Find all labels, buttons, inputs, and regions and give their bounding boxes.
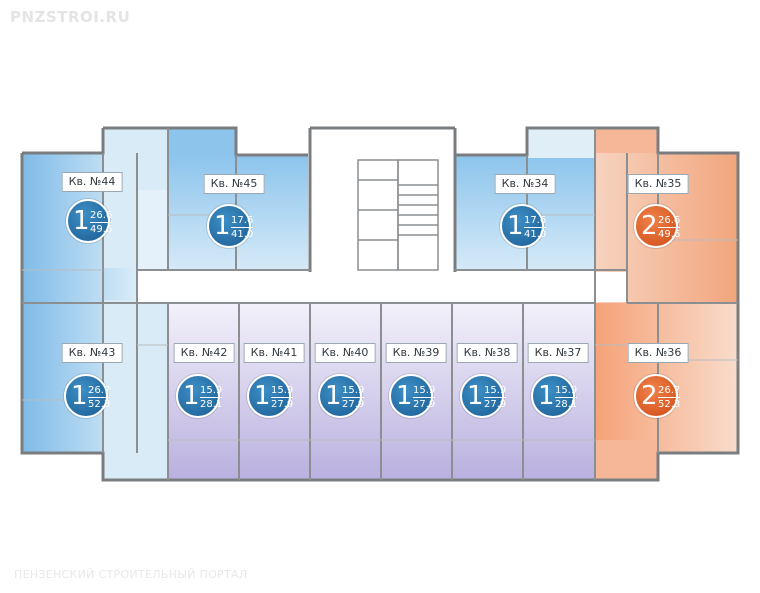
apartment-35-badge[interactable]: 2 26.6 49.6: [634, 204, 681, 248]
apartment-34-badge[interactable]: 1 17.6 41.0: [500, 204, 547, 248]
rooms-count: 1: [183, 381, 200, 411]
rooms-count: 1: [325, 381, 342, 411]
total-area: 41.0: [231, 227, 254, 240]
apartment-label-38[interactable]: Кв. №38: [456, 343, 518, 363]
rooms-count: 1: [507, 211, 524, 241]
rooms-count: 1: [396, 381, 413, 411]
living-area: 15.9: [555, 385, 578, 396]
apartment-36-badge[interactable]: 2 26.7 52.3: [634, 374, 681, 418]
apartment-34-area: [455, 128, 595, 270]
apartment-39-badge[interactable]: 1 15.9 27.9: [389, 374, 436, 418]
apartment-label-39[interactable]: Кв. №39: [385, 343, 447, 363]
living-area: 15.9: [413, 385, 436, 396]
apartment-label-35[interactable]: Кв. №35: [627, 174, 689, 194]
rooms-count: 1: [214, 211, 231, 241]
total-area: 27.9: [342, 397, 365, 410]
apartment-38-badge[interactable]: 1 15.9 27.9: [460, 374, 507, 418]
apartment-37-badge[interactable]: 1 15.9 28.1: [531, 374, 578, 418]
apartment-label-44[interactable]: Кв. №44: [61, 172, 123, 192]
watermark-top: PNZSTROI.RU: [10, 8, 131, 26]
apartment-41-badge[interactable]: 1 15.9 27.9: [247, 374, 294, 418]
total-area: 52.3: [88, 397, 111, 410]
apartment-40-badge[interactable]: 1 15.9 27.9: [318, 374, 365, 418]
living-area: 15.9: [271, 385, 294, 396]
apartment-45-badge[interactable]: 1 17.6 41.0: [207, 204, 254, 248]
rooms-count: 1: [467, 381, 484, 411]
stair-core: [310, 128, 455, 273]
apartment-43-badge[interactable]: 1 26.7 52.3: [64, 374, 111, 418]
rooms-count: 1: [254, 381, 271, 411]
apartment-42-badge[interactable]: 1 15.9 28.1: [176, 374, 223, 418]
apartment-45-area: [168, 128, 308, 270]
living-area: 26.7: [658, 385, 681, 396]
apartment-43-area: [22, 300, 168, 480]
total-area: 28.1: [555, 397, 578, 410]
apartment-label-40[interactable]: Кв. №40: [314, 343, 376, 363]
total-area: 41.0: [524, 227, 547, 240]
total-area: 28.1: [200, 397, 223, 410]
apartment-44-badge[interactable]: 1 26.6 49.6: [66, 199, 113, 243]
living-area: 17.6: [524, 215, 547, 226]
living-area: 15.9: [342, 385, 365, 396]
living-area: 15.9: [484, 385, 507, 396]
rooms-count: 2: [641, 211, 658, 241]
apartment-label-36[interactable]: Кв. №36: [627, 343, 689, 363]
living-area: 26.7: [88, 385, 111, 396]
total-area: 49.6: [658, 227, 681, 240]
total-area: 27.9: [271, 397, 294, 410]
total-area: 49.6: [90, 222, 113, 235]
total-area: 27.9: [484, 397, 507, 410]
living-area: 26.6: [90, 210, 113, 221]
apartment-label-43[interactable]: Кв. №43: [61, 343, 123, 363]
apartment-label-37[interactable]: Кв. №37: [527, 343, 589, 363]
living-area: 15.9: [200, 385, 223, 396]
living-area: 26.6: [658, 215, 681, 226]
living-area: 17.6: [231, 215, 254, 226]
watermark-bottom: ПЕНЗЕНСКИЙ СТРОИТЕЛЬНЫЙ ПОРТАЛ: [14, 568, 248, 581]
rooms-count: 1: [73, 206, 90, 236]
apartment-label-45[interactable]: Кв. №45: [203, 174, 265, 194]
rooms-count: 2: [641, 381, 658, 411]
total-area: 52.3: [658, 397, 681, 410]
apartment-label-42[interactable]: Кв. №42: [173, 343, 235, 363]
apartment-label-41[interactable]: Кв. №41: [243, 343, 305, 363]
total-area: 27.9: [413, 397, 436, 410]
rooms-count: 1: [71, 381, 88, 411]
rooms-count: 1: [538, 381, 555, 411]
apartment-label-34[interactable]: Кв. №34: [494, 174, 556, 194]
corridor: [137, 272, 627, 302]
staircase: [357, 159, 439, 271]
